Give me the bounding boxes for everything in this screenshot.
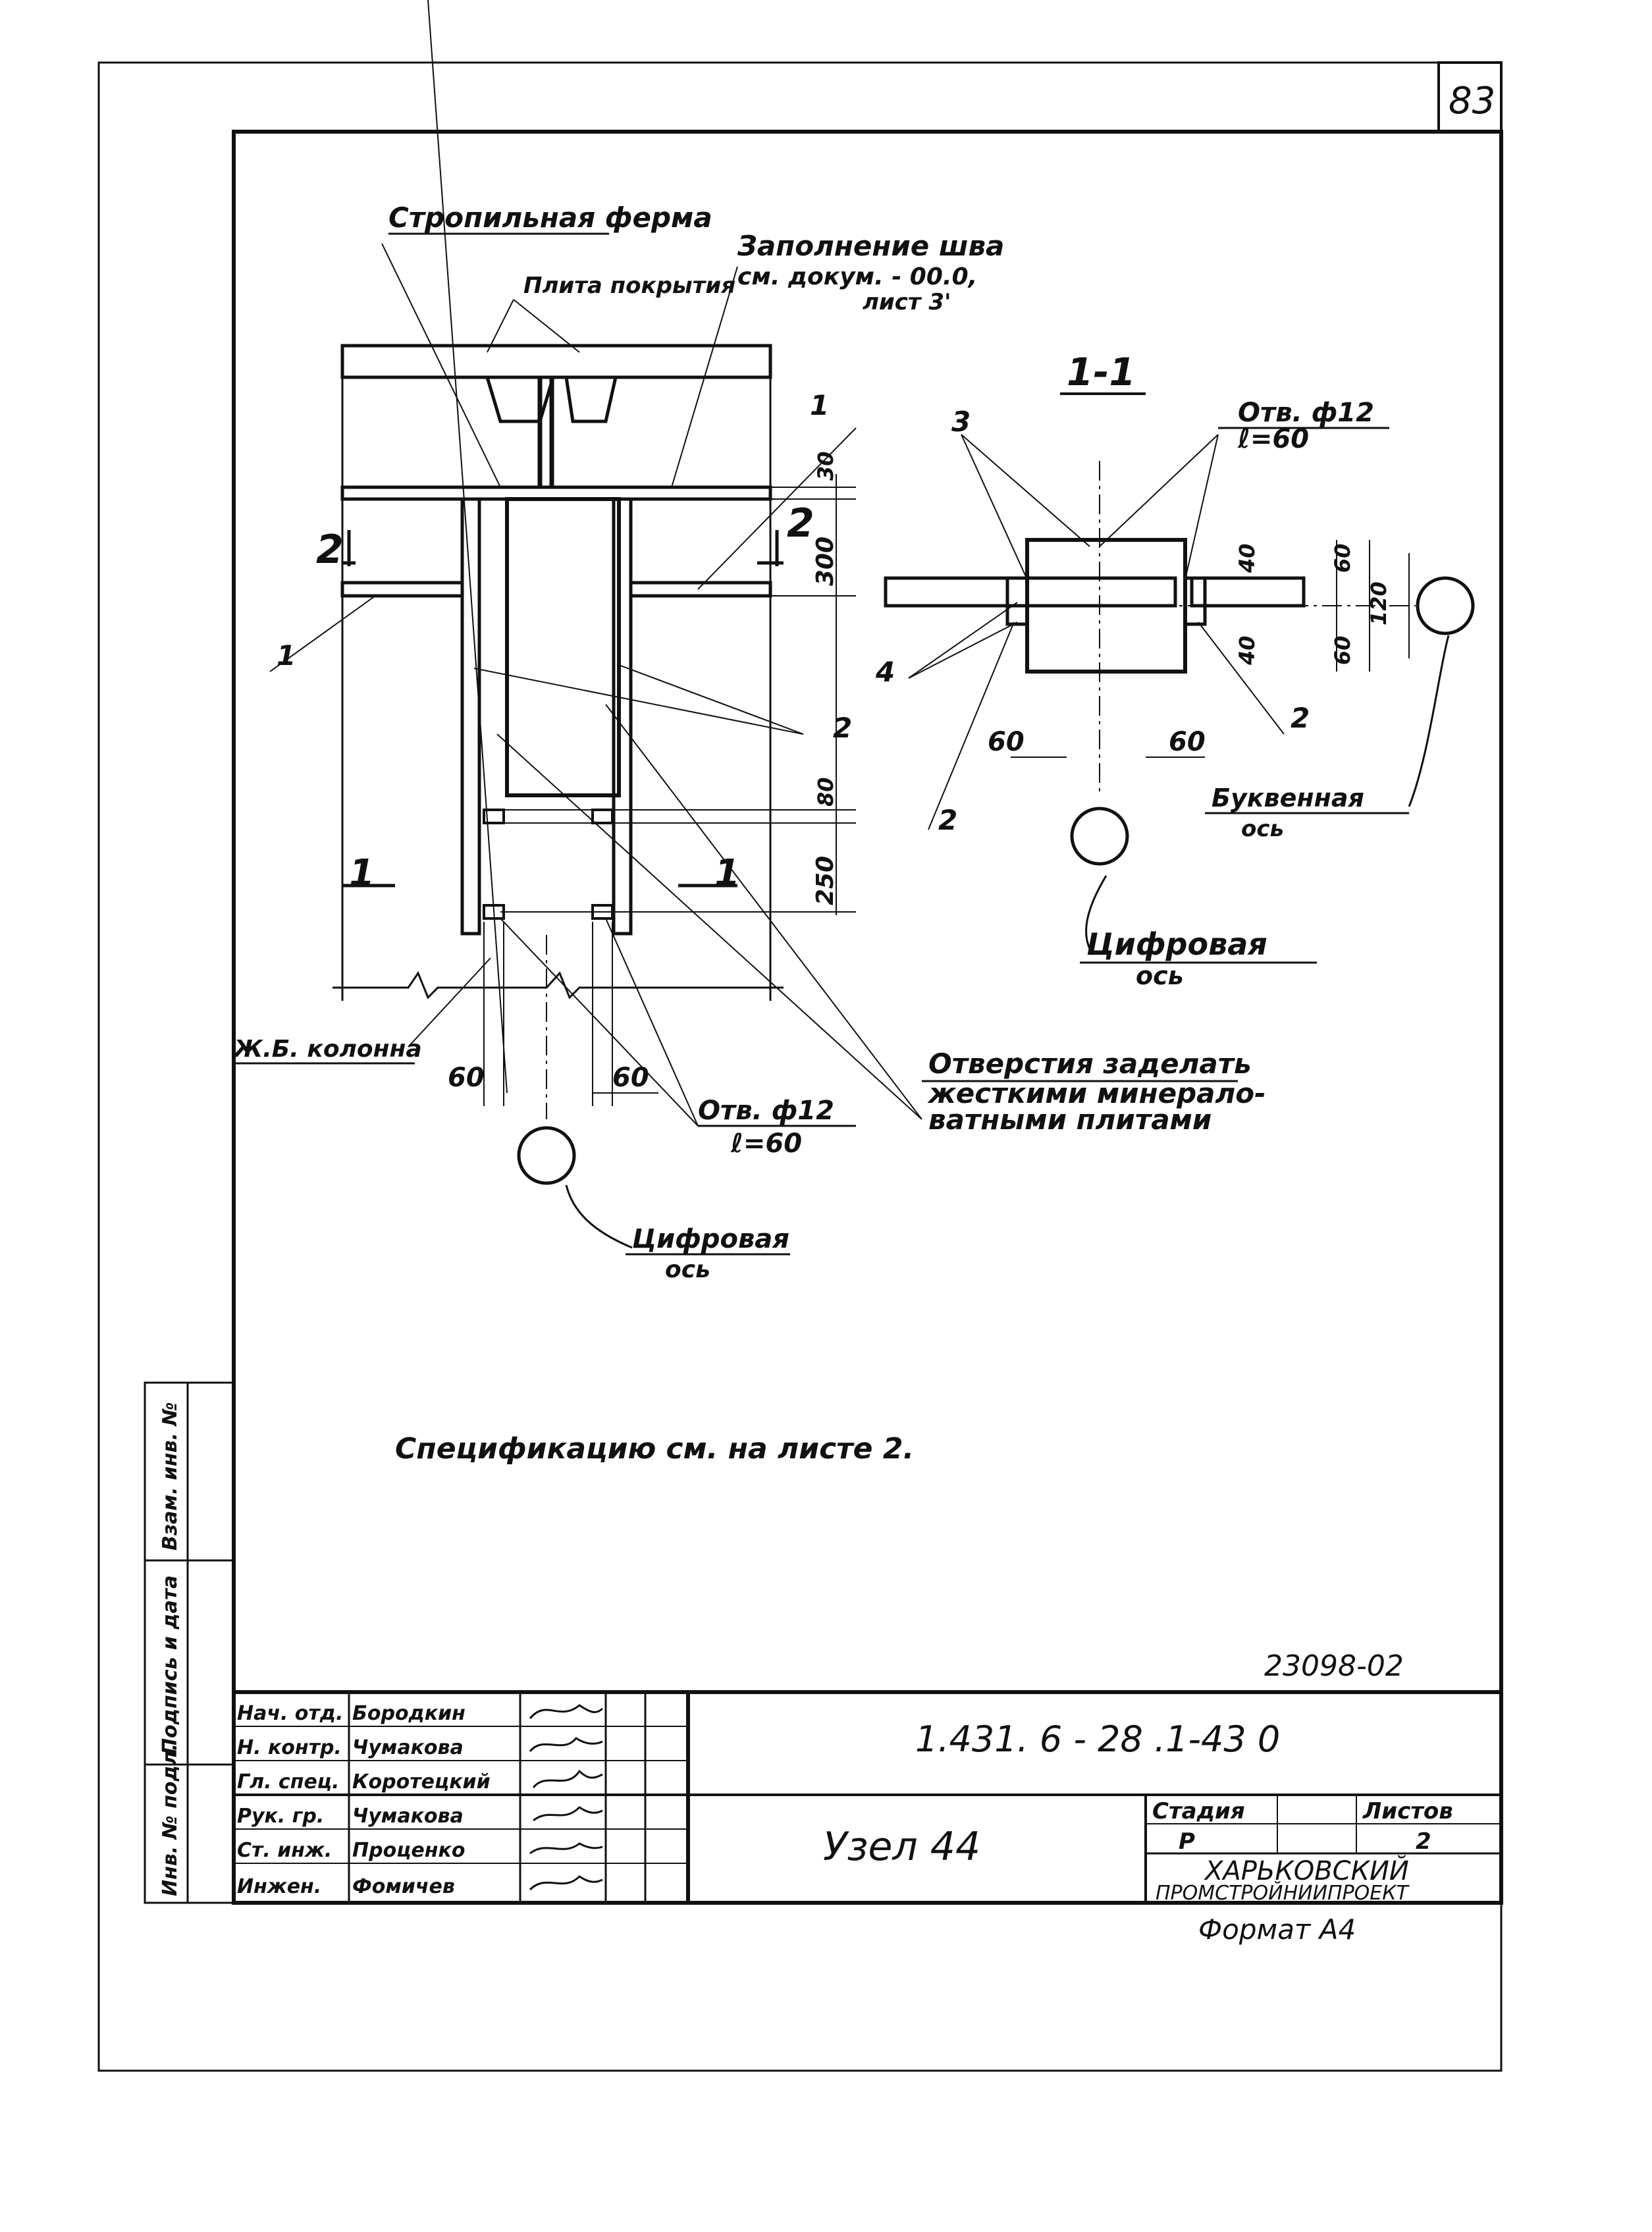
dim-60-left: 60 [448, 1063, 485, 1093]
sheets-label: Листов [1362, 1798, 1453, 1824]
callout-2-mid: 2 [833, 712, 852, 744]
section-dim-40-top: 40 [1235, 543, 1260, 573]
section-dim-60-left: 60 [988, 727, 1025, 757]
section-callout-2-right: 2 [1291, 702, 1310, 734]
axis-marker-digit [1070, 807, 1129, 866]
label-truss: Стропильная ферма [388, 201, 712, 234]
section-mark-2-left: 2 [316, 527, 344, 573]
role-3: Рук. гр. [237, 1805, 324, 1828]
name-4: Проценко [352, 1839, 465, 1862]
section-mark-1-left: 1 [349, 852, 375, 895]
role-5: Инжен. [237, 1875, 321, 1898]
digit-axis-2: ось [1136, 961, 1184, 990]
section-1-1 [884, 434, 1475, 955]
dim-30: 30 [813, 451, 838, 481]
note-holes-1: Отверстия заделать [928, 1048, 1252, 1080]
outer-frame [97, 61, 1503, 2072]
format-label: Формат А4 [1198, 1913, 1356, 1946]
callout-1-left: 1 [277, 639, 296, 672]
axis-marker-left [517, 1126, 576, 1185]
role-2: Гл. спец. [237, 1770, 339, 1794]
section-callout-2-left: 2 [938, 804, 957, 836]
signatures [529, 1704, 604, 1891]
label-axis-2: ось [665, 1256, 710, 1283]
stage-value: Р [1179, 1828, 1195, 1855]
label-holes-1: Отв. ф12 [698, 1096, 834, 1126]
left-elevation [269, 0, 922, 1249]
section-dim-120: 120 [1366, 581, 1391, 625]
side-sign-date: Подпись и дата [159, 1576, 182, 1755]
label-axis-1: Цифровая [632, 1224, 789, 1254]
name-2: Коротецкий [352, 1770, 491, 1794]
side-strip [144, 1381, 235, 1904]
letter-axis-1: Буквенная [1212, 784, 1364, 812]
section-dim-40-bottom: 40 [1235, 635, 1260, 666]
role-4: Ст. инж. [237, 1839, 332, 1862]
note-holes-3: ватными плитами [928, 1103, 1212, 1136]
doc-number-small: 23098-02 [1264, 1649, 1404, 1683]
section-dim-60-top: 60 [1330, 543, 1355, 573]
section-dim-60-right: 60 [1169, 727, 1206, 757]
sheet-number-box [1437, 61, 1503, 133]
digit-axis-1: Цифровая [1086, 926, 1267, 962]
section-dim-60-bottom: 60 [1330, 635, 1355, 665]
section-holes-2: ℓ=60 [1237, 424, 1309, 454]
dim-300: 300 [812, 537, 839, 586]
axis-marker-letter [1416, 576, 1475, 635]
dim-80: 80 [813, 777, 838, 807]
org-line-2: ПРОМСТРОЙНИИПРОЕКТ [1156, 1881, 1410, 1905]
drawing-title: Узел 44 [823, 1824, 980, 1870]
title-block [232, 1690, 1503, 1905]
org-line-1: ХАРЬКОВСКИЙ [1204, 1855, 1409, 1886]
section-mark-1-right: 1 [714, 852, 740, 895]
dim-250: 250 [812, 856, 839, 905]
role-1: Н. контр. [237, 1736, 342, 1759]
stage-label: Стадия [1152, 1798, 1245, 1824]
section-callout-4: 4 [875, 656, 895, 688]
label-column: Ж.Б. колонна [232, 1036, 422, 1063]
section-title: 1-1 [1067, 350, 1136, 394]
dim-60-right: 60 [612, 1063, 649, 1093]
letter-axis-2: ось [1241, 816, 1284, 842]
label-holes-2: ℓ=60 [730, 1129, 802, 1159]
role-0: Нач. отд. [237, 1702, 343, 1725]
section-callout-3: 3 [951, 406, 971, 438]
sheet-number: 83 [1449, 80, 1495, 122]
section-holes-1: Отв. ф12 [1238, 398, 1374, 428]
label-seam-3: лист 3' [863, 289, 951, 315]
note-spec: Спецификацию см. на листе 2. [395, 1432, 914, 1466]
doc-code: 1.431. 6 - 28 .1-43 0 [915, 1718, 1280, 1760]
column-core [505, 497, 621, 797]
label-seam-2: см. докум. - 00.0, [737, 263, 977, 290]
name-1: Чумакова [352, 1736, 464, 1759]
section-mark-2-right: 2 [787, 500, 814, 546]
note-holes-2: жесткими минерало- [927, 1077, 1266, 1109]
label-slab: Плита покрытия [523, 273, 735, 299]
label-seam-1: Заполнение шва [737, 230, 1004, 262]
name-0: Бородкин [352, 1702, 466, 1725]
callout-1-top: 1 [810, 389, 829, 421]
sheets-value: 2 [1416, 1828, 1431, 1855]
name-5: Фомичев [352, 1875, 455, 1898]
side-inv-no: Инв. № подл. [159, 1743, 182, 1896]
name-3: Чумакова [352, 1805, 464, 1828]
side-replace-inv: Взам. инв. № [159, 1402, 182, 1551]
